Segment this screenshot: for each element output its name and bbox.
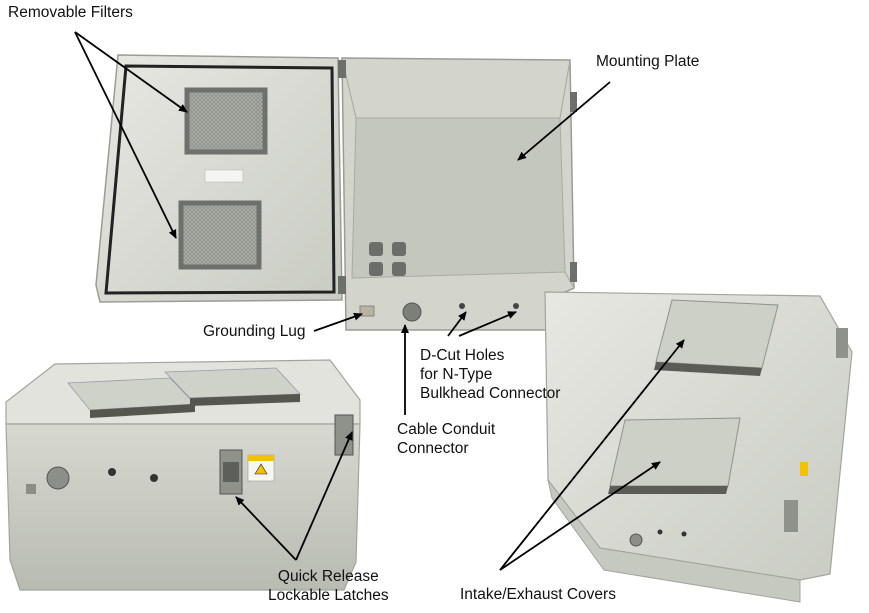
latch-left bbox=[219, 449, 243, 495]
arrow-dcut-2 bbox=[458, 311, 517, 337]
label-latches-line1: Quick Release bbox=[277, 568, 379, 585]
label-intake-exhaust-covers: Intake/Exhaust Covers bbox=[460, 586, 616, 603]
label-dcut-holes: D-Cut Holes for N-Type Bulkhead Connecto… bbox=[420, 346, 560, 403]
top-cover-2 bbox=[164, 367, 301, 399]
arrow-cover-bottom bbox=[499, 461, 661, 571]
label-dcut-line1: D-Cut Holes bbox=[420, 347, 505, 364]
arrow-filters-bottom bbox=[74, 31, 177, 239]
grounding-lug-part bbox=[359, 305, 375, 317]
arrow-latch-right bbox=[295, 431, 353, 561]
arrow-filters-top bbox=[74, 31, 188, 113]
callout-arrows bbox=[74, 31, 685, 571]
arrow-dcut-1 bbox=[447, 311, 467, 337]
label-mounting-plate: Mounting Plate bbox=[596, 53, 700, 70]
filter-bottom bbox=[178, 200, 262, 270]
arrow-latch-left bbox=[235, 496, 297, 561]
arrow-grounding-lug bbox=[313, 312, 363, 332]
label-grounding-lug: Grounding Lug bbox=[203, 323, 306, 340]
door-label-plate bbox=[204, 169, 244, 183]
label-cable-line1: Cable Conduit bbox=[397, 421, 496, 438]
cover-top bbox=[655, 299, 779, 369]
plate-knockouts bbox=[369, 242, 406, 276]
warning-label bbox=[247, 454, 275, 482]
cover-bottom bbox=[609, 417, 741, 487]
label-latches-line2: Lockable Latches bbox=[268, 587, 389, 604]
mounting-plate-surface bbox=[351, 117, 566, 279]
label-latches: Quick Release Lockable Latches bbox=[268, 567, 389, 605]
latch-right bbox=[334, 414, 354, 456]
closed-enclosure-left bbox=[5, 359, 361, 591]
closed-enclosure-right bbox=[544, 291, 853, 603]
label-dcut-line3: Bulkhead Connector bbox=[420, 385, 561, 402]
arrow-mounting-plate bbox=[517, 81, 611, 161]
filter-top bbox=[184, 87, 268, 155]
label-dcut-line2: for N-Type bbox=[420, 366, 493, 383]
label-removable-filters: Removable Filters bbox=[8, 4, 133, 21]
arrow-cover-top bbox=[499, 339, 685, 571]
label-cable-conduit: Cable Conduit Connector bbox=[397, 420, 495, 458]
open-enclosure bbox=[95, 54, 577, 331]
enclosure-front-face bbox=[5, 423, 361, 591]
label-cable-line2: Connector bbox=[397, 440, 469, 457]
